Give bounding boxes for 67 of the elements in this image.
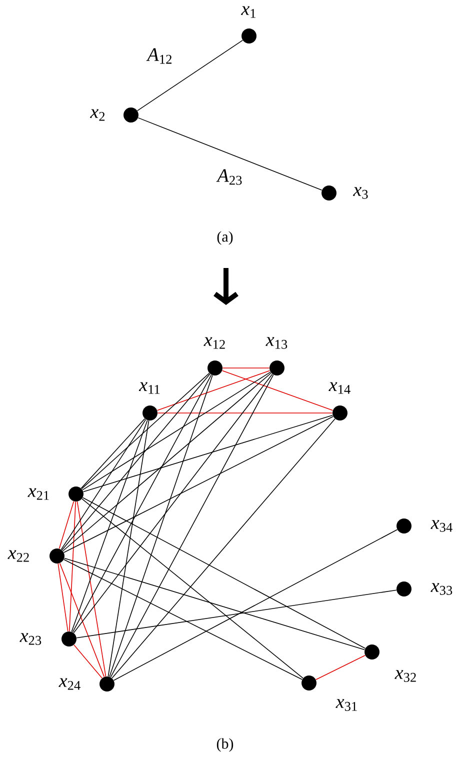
- node-label: x$_{33}$: [430, 583, 452, 595]
- node-label: x$_{2}$: [90, 109, 105, 121]
- edge-line: [58, 563, 68, 632]
- node-label: x$_{1}$: [240, 6, 256, 18]
- edge-line: [60, 419, 146, 550]
- edge-line: [76, 501, 106, 677]
- vertex: x$_{34}$: [396, 518, 452, 534]
- edge-line: [137, 40, 243, 112]
- vertex: x$_{3}$: [322, 186, 368, 200]
- edge-line: [58, 500, 74, 550]
- edge-line: [109, 374, 213, 678]
- node-label: x$_{23}$: [20, 633, 42, 645]
- node-label: x$_{34}$: [430, 520, 452, 532]
- edge-line: [157, 412, 333, 414]
- edge-line: [68, 501, 76, 632]
- node-label: x$_{31}$: [336, 699, 357, 711]
- node-label: x$_{11}$: [138, 382, 160, 394]
- edge-line: [82, 414, 334, 492]
- edge-line: [63, 559, 303, 680]
- edge-line: [108, 420, 150, 677]
- node-label: x$_{3}$: [352, 187, 368, 199]
- edge-line: [71, 420, 148, 632]
- edge-label: A$_{12}$: [146, 48, 172, 64]
- edge-line: [73, 374, 273, 634]
- edge-line: [80, 418, 146, 489]
- vertex: x$_{31}$: [302, 676, 357, 711]
- node-label: x$_{32}$: [394, 670, 416, 682]
- edge-line: [82, 498, 304, 679]
- edge-line: [72, 374, 212, 633]
- edge-line: [59, 562, 105, 678]
- node-label: x$_{22}$: [8, 550, 29, 562]
- node-label: x$_{14}$: [328, 382, 350, 394]
- vertex: x$_{32}$: [364, 644, 416, 682]
- edge-line: [156, 370, 270, 411]
- edge-line: [62, 373, 210, 550]
- edge-line: [82, 497, 366, 649]
- edge-line: [112, 418, 336, 679]
- vertex: x$_{14}$: [328, 382, 350, 420]
- node-label: x$_{12}$: [204, 337, 225, 349]
- vertex: x$_{23}$: [20, 632, 76, 646]
- edge-line: [76, 590, 397, 638]
- panel-caption: (a): [217, 231, 233, 245]
- edge-line: [82, 372, 271, 490]
- panel-caption: (b): [216, 738, 234, 752]
- node-label: x$_{13}$: [266, 337, 288, 349]
- edge-line: [64, 558, 366, 650]
- vertex: x$_{22}$: [8, 548, 64, 564]
- vertex: x$_{33}$: [396, 582, 452, 596]
- vertex: x$_{2}$: [90, 108, 138, 122]
- vertex: x$_{24}$: [58, 676, 114, 692]
- edge-line: [138, 117, 322, 191]
- vertex: x$_{21}$: [28, 486, 84, 502]
- node-label: x$_{21}$: [28, 488, 49, 500]
- edge-line: [110, 374, 274, 678]
- edge-line: [316, 655, 366, 680]
- edge-line: [222, 370, 334, 411]
- node-label: x$_{24}$: [58, 678, 80, 690]
- edge-line: [81, 372, 210, 490]
- edge-line: [63, 416, 334, 553]
- vertex: x$_{1}$: [240, 6, 256, 44]
- edge-line: [74, 644, 102, 679]
- edge-label: A$_{23}$: [216, 169, 242, 185]
- vertex: x$_{11}$: [138, 382, 160, 420]
- vertex: x$_{13}$: [266, 337, 288, 376]
- vertex: x$_{12}$: [204, 337, 225, 376]
- edge-line: [113, 529, 398, 681]
- edge-line: [62, 372, 272, 552]
